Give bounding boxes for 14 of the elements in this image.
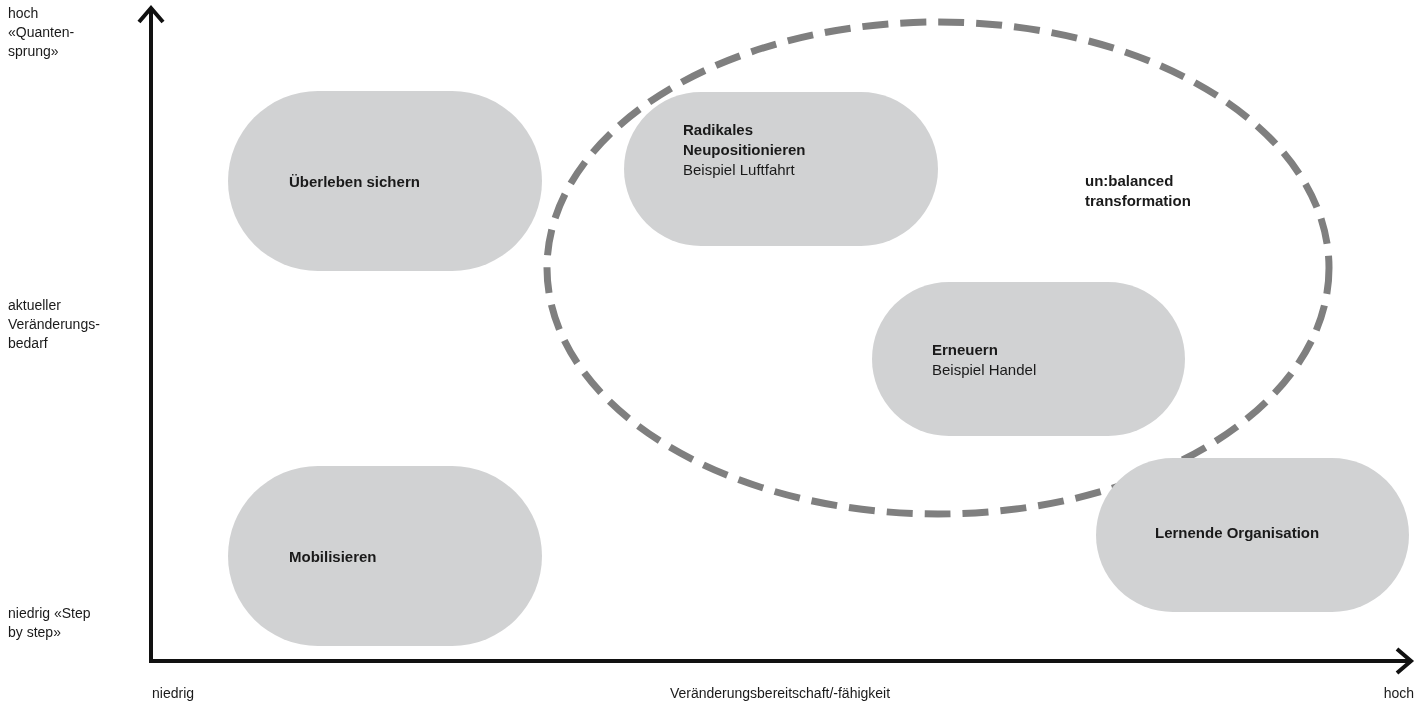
axis-label: hoch «Quanten-sprung» — [8, 4, 76, 61]
axis-label: aktueller Veränderungs-bedarf — [8, 296, 101, 353]
node-subtitle: Beispiel Handel — [932, 360, 1038, 380]
node-title: Mobilisieren — [289, 547, 378, 567]
axis-label: niedrig «Step by step» — [8, 604, 92, 642]
axis-label: niedrig — [152, 684, 196, 703]
node-title: Überleben sichern — [289, 172, 421, 192]
node-subtitle: Beispiel Luftfahrt — [683, 160, 796, 180]
node-title: Erneuern — [932, 340, 999, 360]
node-title: Lernende Organisation — [1155, 523, 1321, 543]
axis-label: hoch — [1382, 684, 1414, 703]
node-title: Radikales Neupositionieren — [683, 120, 807, 160]
node-title: un:balanced transformation — [1085, 171, 1192, 211]
axis-label: Veränderungsbereitschaft/-fähigkeit — [668, 684, 892, 703]
